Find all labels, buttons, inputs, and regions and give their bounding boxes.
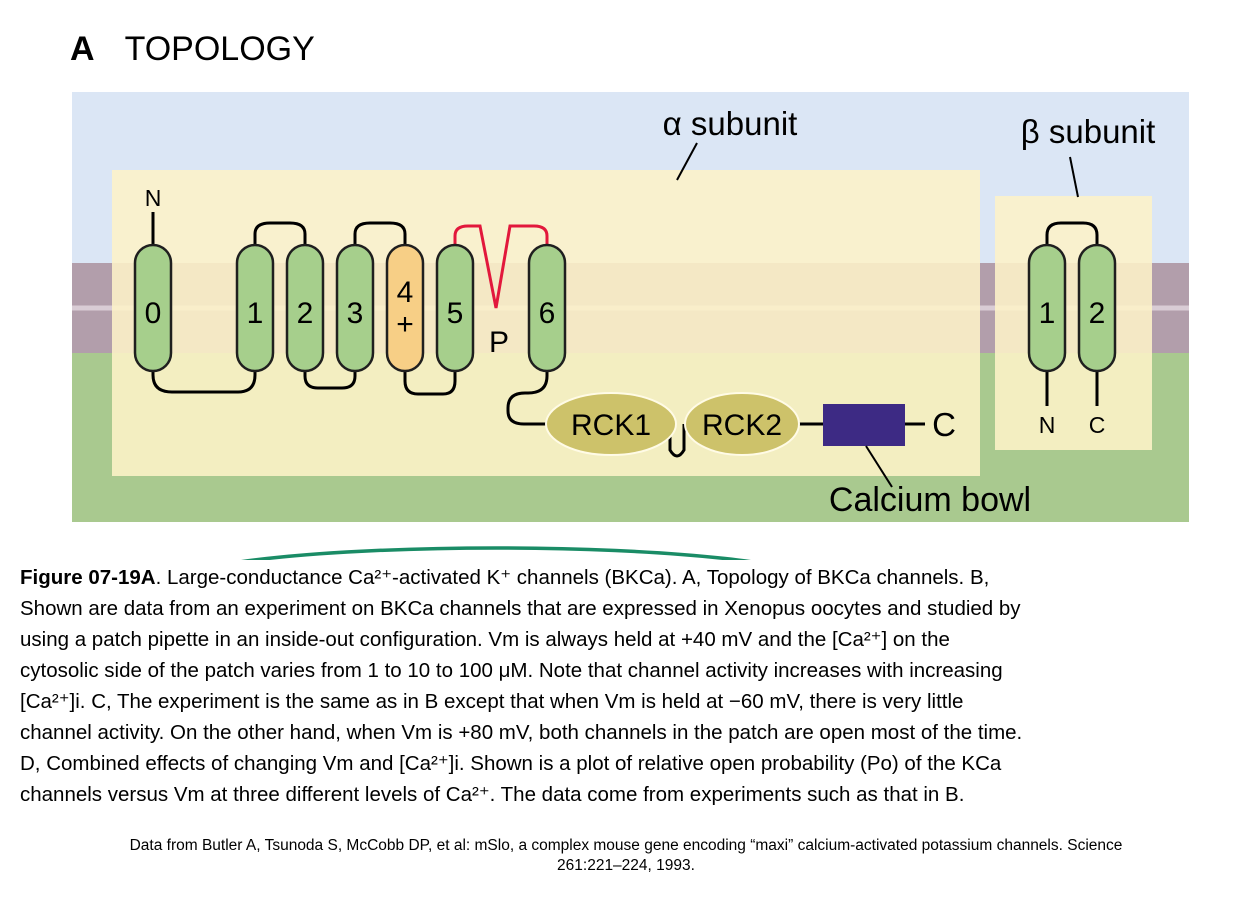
helix-s4-charge: + (396, 308, 414, 341)
rck2-label: RCK2 (702, 409, 782, 442)
helix-s3 (335, 243, 375, 373)
helix-s6-label: 6 (539, 297, 556, 330)
source-line-1: Data from Butler A, Tsunoda S, McCobb DP… (129, 837, 1123, 854)
panel-letter: A (70, 30, 95, 68)
highlight-ellipse (241, 546, 751, 560)
helix-s1 (235, 243, 275, 373)
helix-s0-label: 0 (145, 297, 162, 330)
helix-s3-label: 3 (347, 297, 364, 330)
helix-s5 (435, 243, 475, 373)
alpha-subunit-label: α subunit (663, 105, 798, 142)
helix-s2-label: 2 (297, 297, 314, 330)
beta-subunit-label: β subunit (1021, 113, 1156, 150)
panel-heading: A TOPOLOGY (70, 30, 315, 69)
source-citation: Data from Butler A, Tsunoda S, McCobb DP… (20, 836, 1232, 876)
beta-n-terminus: N (1039, 412, 1056, 438)
caption-line-6: channel activity. On the other hand, whe… (20, 721, 1023, 744)
helix-s4 (385, 243, 425, 373)
caption-line-7: D, Combined effects of changing Vm and [… (20, 752, 1002, 775)
helix-s0 (133, 243, 173, 373)
alpha-loops (151, 212, 1099, 458)
helix-s1-label: 1 (247, 297, 264, 330)
calcium-bowl-label: Calcium bowl (829, 481, 1031, 519)
beta-c-terminus: C (1089, 412, 1106, 438)
alpha-label-pointer (676, 142, 698, 181)
rck1-label: RCK1 (571, 409, 651, 442)
alpha-n-terminus: N (145, 185, 162, 211)
caption-line-4: cytosolic side of the patch varies from … (20, 659, 1003, 682)
caption-line-1: Figure 07-19A. Large-conductance Ca²⁺-ac… (20, 562, 1240, 593)
beta-subunit-box (995, 196, 1152, 450)
helix-s4-label: 4 (397, 276, 414, 309)
caption-line-1-text: . Large-conductance Ca²⁺-activated K⁺ ch… (155, 566, 990, 589)
helix-s2 (285, 243, 325, 373)
helix-s6 (527, 243, 567, 373)
topology-diagram: α subunit β subunit 0 1 2 3 (72, 92, 1189, 560)
figure-label: Figure 07-19A (20, 566, 156, 589)
alpha-c-terminus: C (932, 406, 956, 443)
caption-line-2: Shown are data from an experiment on BKC… (20, 597, 1021, 620)
rck2-domain (684, 392, 800, 456)
calcium-bowl-pointer (865, 445, 893, 488)
source-line-2: 261:221–224, 1993. (557, 857, 695, 874)
calcium-bowl-block (823, 404, 905, 446)
figure-caption: Figure 07-19A. Large-conductance Ca²⁺-ac… (20, 562, 1240, 810)
panel-title: TOPOLOGY (124, 30, 315, 68)
helix-s5-label: 5 (447, 297, 464, 330)
beta-helix-1 (1027, 243, 1067, 373)
rck1-domain (545, 392, 677, 456)
beta-helix-2 (1077, 243, 1117, 373)
caption-line-3: using a patch pipette in an inside-out c… (20, 628, 950, 651)
pore-label: P (489, 326, 509, 359)
beta-helix-2-label: 2 (1089, 297, 1106, 330)
caption-line-8: channels versus Vm at three different le… (20, 783, 965, 806)
caption-line-5: [Ca²⁺]i. C, The experiment is the same a… (20, 690, 964, 713)
pore-loop (453, 224, 549, 309)
beta-label-pointer (1069, 156, 1079, 198)
beta-helix-1-label: 1 (1039, 297, 1056, 330)
